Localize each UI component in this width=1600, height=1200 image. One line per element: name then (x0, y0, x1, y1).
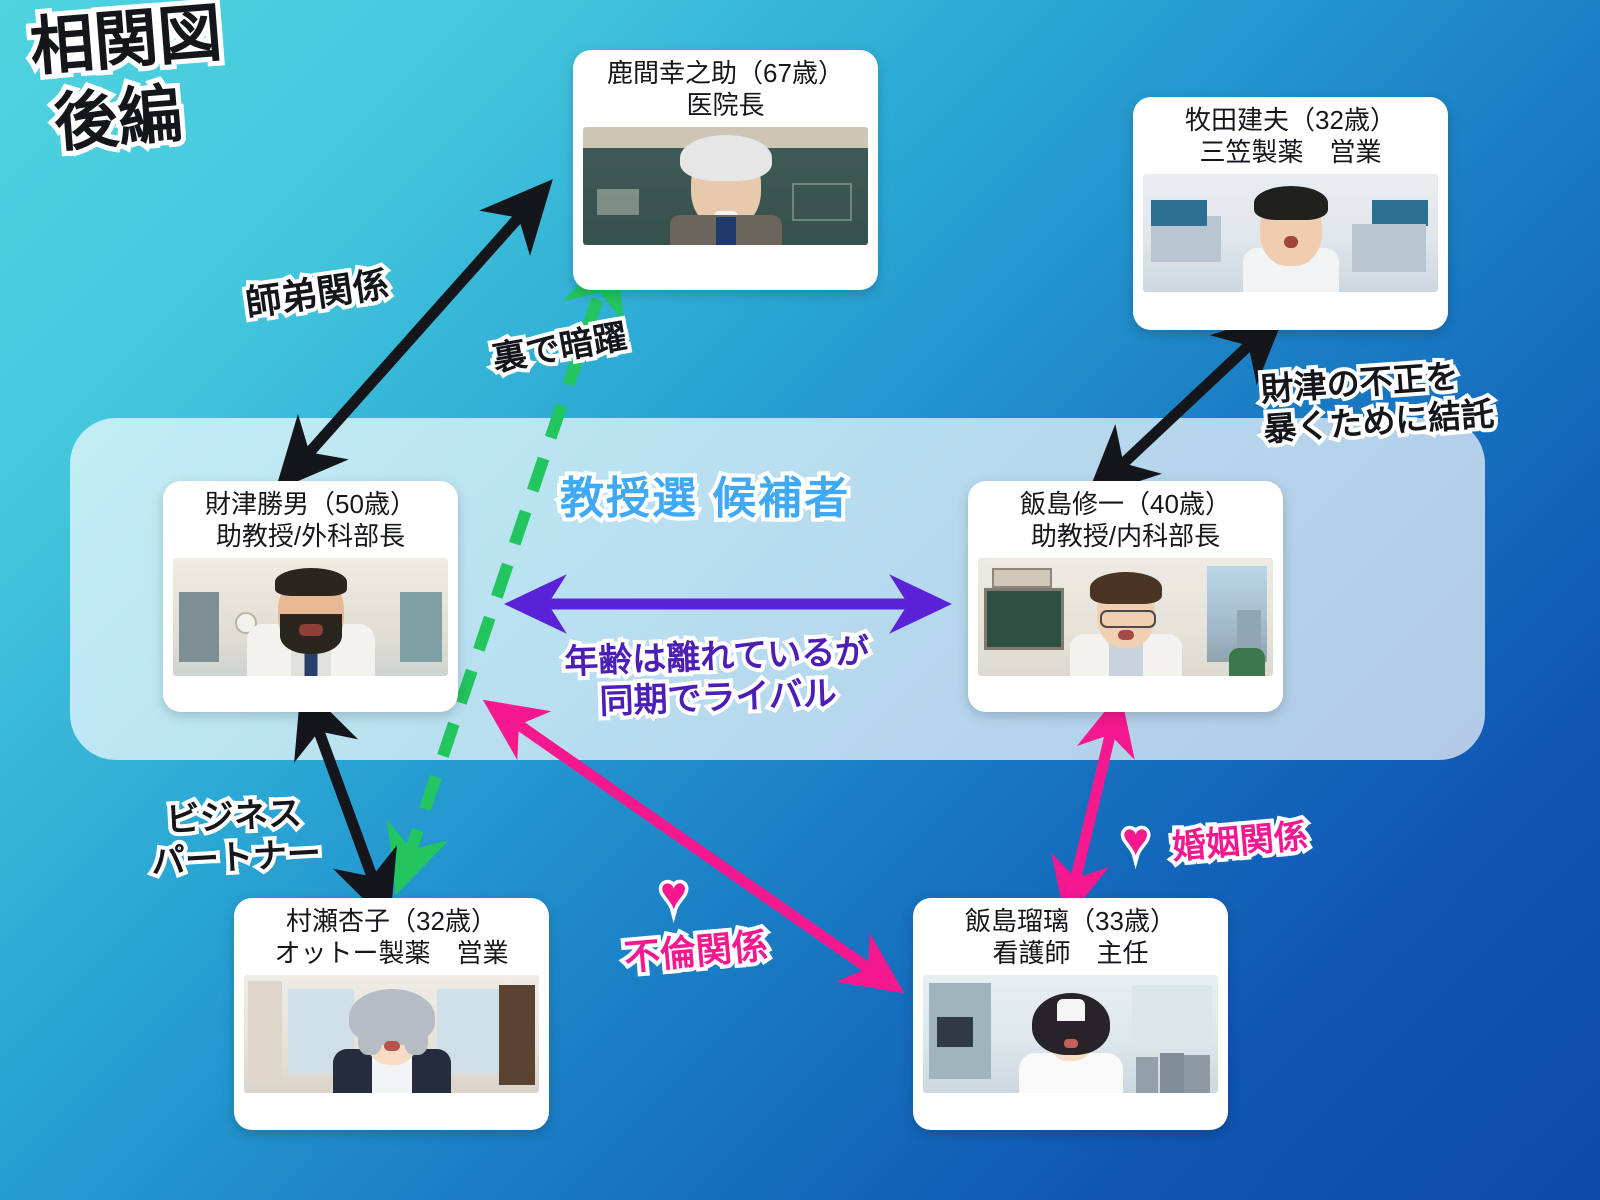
person-name: 牧田建夫（32歳） (1185, 105, 1396, 135)
relation-label-business-partner: ビジネス パートナー (146, 790, 326, 886)
arrow-ura-de-anyaku (387, 247, 624, 895)
person-card-murase[interactable]: 村瀬杏子（32歳） オットー製薬 営業 (234, 898, 549, 1130)
relation-label-business-line2: パートナー (146, 831, 326, 886)
arrow-ketaku (1085, 310, 1287, 499)
person-name: 飯島瑠璃（33歳） (965, 906, 1176, 936)
person-name: 鹿間幸之助（67歳） (607, 58, 844, 88)
person-role: 看護師 主任 (992, 937, 1149, 968)
person-card-zaitsu[interactable]: 財津勝男（50歳） 助教授/外科部長 (163, 481, 458, 712)
person-name: 村瀬杏子（32歳） (286, 906, 497, 936)
person-role: 三笠製薬 営業 (1199, 136, 1382, 167)
person-name: 財津勝男（50歳） (205, 489, 416, 519)
person-card-iijima-ruri[interactable]: 飯島瑠璃（33歳） 看護師 主任 (913, 898, 1228, 1130)
person-photo-zaitsu (173, 558, 448, 677)
arrow-konin (1051, 691, 1135, 922)
person-card-iijima-shuichi[interactable]: 飯島修一（40歳） 助教授/内科部長 (968, 481, 1283, 712)
heart-icon-furin: ♥ (656, 864, 690, 923)
person-photo-makita (1143, 174, 1438, 293)
heart-icon-konin: ♥ (1118, 810, 1152, 869)
arrow-business-partner (294, 682, 397, 926)
person-photo-murase (244, 975, 539, 1094)
person-card-shikama[interactable]: 鹿間幸之助（67歳） 医院長 (573, 50, 878, 290)
person-name: 飯島修一（40歳） (1020, 489, 1231, 519)
person-photo-shikama (583, 127, 868, 246)
person-photo-iijima-ruri (923, 975, 1218, 1094)
person-role: 助教授/外科部長 (215, 520, 406, 551)
person-card-makita[interactable]: 牧田建夫（32歳） 三笠製薬 営業 (1133, 97, 1448, 330)
relation-label-ketaku: 財津の不正を 暴くために結託 (1256, 353, 1500, 452)
arrow-furin (482, 699, 905, 994)
arrow-shitei (275, 179, 553, 491)
person-photo-iijima-shuichi (978, 558, 1273, 677)
person-role: オットー製薬 営業 (274, 937, 509, 968)
person-role: 医院長 (686, 89, 765, 120)
relation-label-rival: 年齢は離れているが 同期でライバル (560, 629, 874, 726)
person-role: 助教授/内科部長 (1030, 520, 1221, 551)
